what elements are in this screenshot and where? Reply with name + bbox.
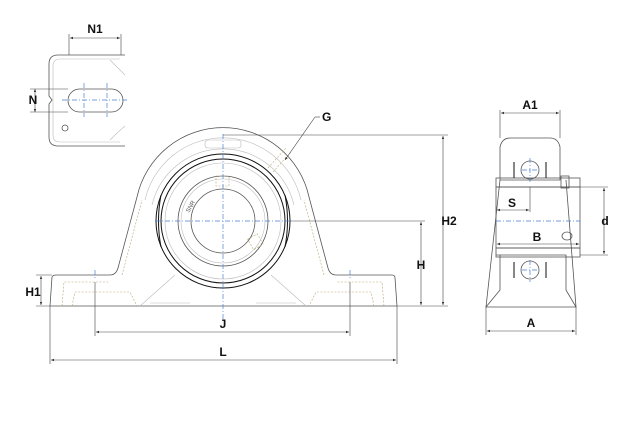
housing-flare-lines xyxy=(485,179,577,308)
inner-ring-top xyxy=(495,177,581,188)
set-screw-hole xyxy=(561,231,573,241)
set-screw-side xyxy=(247,233,264,251)
set-screw-top xyxy=(215,175,230,187)
shaft-bore xyxy=(495,186,581,249)
n-label: N xyxy=(29,93,38,107)
snr-brand-marking: SNR xyxy=(186,199,198,214)
bolt-centerlines xyxy=(94,270,351,280)
g-leader-line xyxy=(284,116,316,161)
top-view-rib-lines xyxy=(109,59,126,141)
b-label: B xyxy=(533,230,542,244)
n1-label: N1 xyxy=(87,22,103,36)
h1-extension-lines xyxy=(36,274,52,307)
side-centerlines xyxy=(496,158,580,282)
n-extension-lines xyxy=(30,88,68,113)
slot-centerlines xyxy=(62,83,128,117)
set-screw xyxy=(560,175,570,189)
seals xyxy=(513,162,547,278)
s-label: S xyxy=(508,196,516,210)
housing-section-top xyxy=(499,137,561,181)
l-label: L xyxy=(219,345,226,359)
a1-extension-lines xyxy=(499,110,561,138)
reference-hole xyxy=(61,124,69,132)
h1-label: H1 xyxy=(25,285,41,299)
l-extension-lines xyxy=(49,306,398,364)
housing-section-bottom xyxy=(485,254,577,308)
inner-ring-bottom xyxy=(495,247,581,258)
d-extension-lines xyxy=(580,186,608,256)
a1-label: A1 xyxy=(522,98,538,112)
front-view: SNR G H2 H H1 J L xyxy=(25,110,457,364)
a-extension-lines xyxy=(485,307,577,335)
n1-extension-lines xyxy=(68,34,122,55)
top-view-housing-outline xyxy=(48,54,125,147)
j-label: J xyxy=(220,317,227,331)
top-view: N1 N xyxy=(29,22,128,147)
a-label: A xyxy=(527,316,536,330)
g-label: G xyxy=(322,110,331,124)
j-extension-lines xyxy=(94,282,351,336)
h2-extension-lines xyxy=(223,134,448,307)
top-view-inner-outline xyxy=(52,58,120,143)
side-view: A1 S B d A xyxy=(485,98,609,335)
h2-label: H2 xyxy=(441,214,457,228)
d-label: d xyxy=(601,214,608,228)
base-ribs xyxy=(139,274,307,307)
bearing-centerlines xyxy=(155,134,291,320)
h-label: H xyxy=(417,258,426,272)
grease-nipple xyxy=(267,147,292,173)
mounting-slot xyxy=(67,88,124,113)
housing-outline xyxy=(49,127,398,307)
